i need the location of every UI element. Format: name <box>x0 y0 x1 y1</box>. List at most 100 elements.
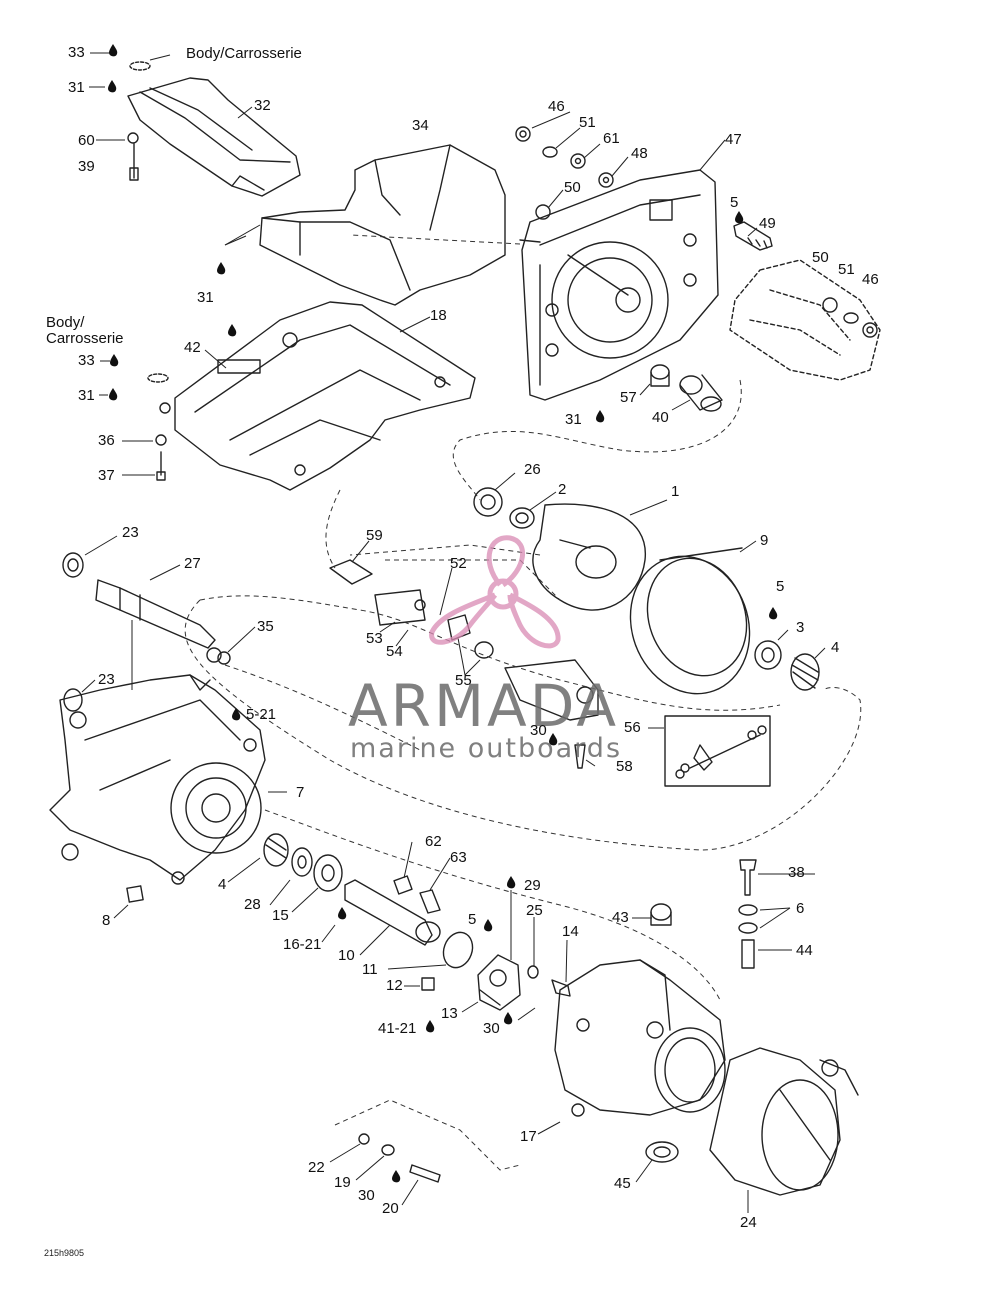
callout-42: 42 <box>184 339 201 356</box>
callout-5-21: 5-21 <box>246 706 277 723</box>
callout-18: 18 <box>430 307 447 324</box>
engine-mount-assembly <box>729 259 881 381</box>
watermark-logo <box>429 535 561 649</box>
callout-58: 58 <box>616 758 633 775</box>
screw-58-part <box>574 744 586 769</box>
nut-8-part <box>126 885 144 903</box>
callout-31: 31 <box>68 79 85 96</box>
washer-36-part <box>155 434 167 446</box>
screw-14-part <box>551 979 571 997</box>
washer-50b-part <box>822 297 838 313</box>
callout-16-21: 16-21 <box>283 936 322 953</box>
dashed-leader-5 <box>224 664 421 751</box>
strip-42-part <box>217 359 261 374</box>
callout-59: 59 <box>366 527 383 544</box>
callout-36: 36 <box>98 432 115 449</box>
callout-13: 13 <box>441 1005 458 1022</box>
shaft-27-part <box>95 579 216 649</box>
callout-31-plate: 31 <box>565 411 582 428</box>
callout-5-ring: 5 <box>776 578 785 595</box>
callout-46-right: 46 <box>862 271 879 288</box>
washer-25-part <box>527 965 539 979</box>
callout-29: 29 <box>524 877 541 894</box>
callout-39: 39 <box>78 158 95 175</box>
dashed-leader-4 <box>199 595 781 711</box>
dashed-leader-8 <box>334 1099 521 1171</box>
bushing-23-part <box>62 552 84 578</box>
wear-ring-9-part <box>629 547 751 695</box>
callout-63: 63 <box>450 849 467 866</box>
callout-31-left: 31 <box>78 387 95 404</box>
callout-44: 44 <box>796 942 813 959</box>
washer-61-part <box>570 153 586 169</box>
plate-47-part <box>519 169 719 401</box>
callout-25: 25 <box>526 902 543 919</box>
washer-60-part <box>127 132 139 144</box>
dashed-leader-2 <box>452 379 742 501</box>
nut-46-part <box>515 126 531 142</box>
callout-45: 45 <box>614 1175 631 1192</box>
callout-56: 56 <box>624 719 641 736</box>
plug-12-part <box>421 977 435 991</box>
dashed-leader-3 <box>325 489 341 569</box>
bearing-4-part <box>790 653 820 691</box>
diagram-code: 215h9805 <box>44 1248 85 1258</box>
body-note-left-1: Body/ <box>46 314 85 331</box>
stud-49-part <box>733 221 773 251</box>
washer-50-part <box>535 204 551 220</box>
callout-5-cap: 5 <box>468 911 477 928</box>
callout-15: 15 <box>272 907 289 924</box>
callout-23: 23 <box>122 524 139 541</box>
venturi-17-part <box>554 959 726 1117</box>
callout-3: 3 <box>796 619 805 636</box>
callout-62: 62 <box>425 833 442 850</box>
callout-50: 50 <box>564 179 581 196</box>
callout-54: 54 <box>386 643 403 660</box>
sleeve-40-part <box>679 374 723 412</box>
callout-55: 55 <box>455 672 472 689</box>
plate-18-part <box>159 301 476 491</box>
detail-box-56 <box>664 715 771 787</box>
washer-15-part <box>291 847 313 877</box>
callout-57: 57 <box>620 389 637 406</box>
drop-markers <box>108 44 778 1183</box>
grommet-45-part <box>645 1141 679 1163</box>
callout-30-lower: 30 <box>358 1187 375 1204</box>
callout-35: 35 <box>257 618 274 635</box>
oring-35-part <box>206 647 231 665</box>
fitting-52-part <box>447 614 471 641</box>
callout-61: 61 <box>603 130 620 147</box>
bearing-2-part <box>509 507 535 529</box>
callout-4: 4 <box>831 639 840 656</box>
callout-43: 43 <box>612 909 629 926</box>
callout-51-right: 51 <box>838 261 855 278</box>
callout-22: 22 <box>308 1159 325 1176</box>
callout-9: 9 <box>760 532 769 549</box>
callout-6: 6 <box>796 900 805 917</box>
callout-51: 51 <box>579 114 596 131</box>
washer-22-part <box>358 1133 370 1145</box>
callout-38: 38 <box>788 864 805 881</box>
dashed-leader-6 <box>184 599 862 851</box>
screw-63-part <box>419 889 441 914</box>
callout-34: 34 <box>412 117 429 134</box>
body-note-left-2: Carrosserie <box>46 330 124 347</box>
callout-48: 48 <box>631 145 648 162</box>
callout-31-duct: 31 <box>197 289 214 306</box>
callout-4-housing: 4 <box>218 876 227 893</box>
dashed-leader-7 <box>264 809 721 1001</box>
driveshaft-10-part <box>344 879 441 946</box>
callout-23-lower: 23 <box>98 671 115 688</box>
callout-27: 27 <box>184 555 201 572</box>
callout-37: 37 <box>98 467 115 484</box>
callout-26: 26 <box>524 461 541 478</box>
nozzle-24-part <box>709 1047 859 1196</box>
dashed-leader-9 <box>349 544 541 556</box>
callout-19: 19 <box>334 1174 351 1191</box>
plug-62-part <box>393 875 413 895</box>
washer-48-part <box>598 172 614 188</box>
callout-8: 8 <box>102 912 111 929</box>
watermark-title: ARMADA <box>348 672 620 740</box>
bearing-28-part <box>263 833 289 867</box>
